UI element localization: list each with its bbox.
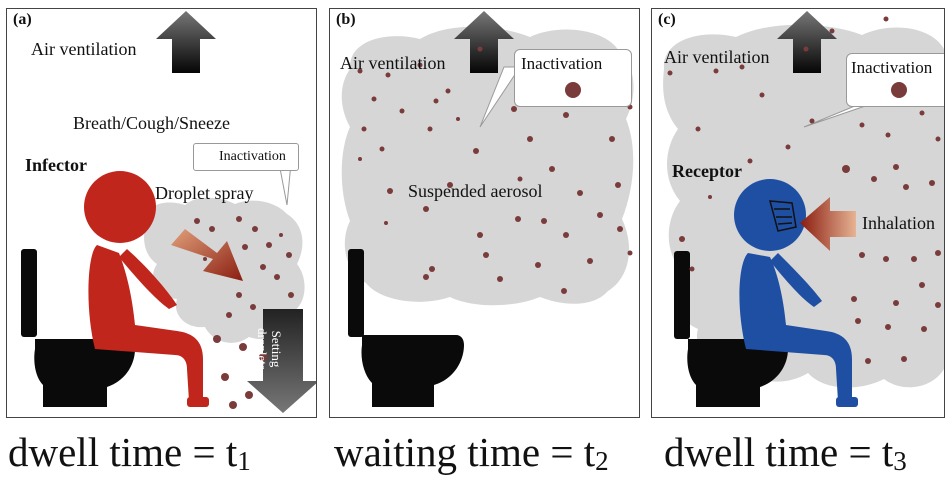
panel-b-waiting: (b) Air ventilation Inactivation Suspend…: [329, 8, 640, 418]
caption-a-text: dwell time = t: [8, 429, 238, 475]
breath-cough-sneeze-label: Breath/Cough/Sneeze: [73, 113, 230, 133]
inactivation-callout-b: Inactivation: [514, 49, 632, 107]
air-ventilation-label-a: Air ventilation: [31, 39, 137, 59]
ventilation-arrow-a: [156, 11, 216, 73]
inactivation-label-c: Inactivation: [851, 58, 933, 77]
panel-label-c: (c): [658, 11, 676, 28]
settling-label-line2: droplets: [254, 328, 270, 370]
inactivation-callout-c: Inactivation: [846, 53, 944, 107]
settling-droplets-text: Setting droplets: [255, 309, 303, 383]
settling-arrow: [247, 309, 316, 413]
inhaled-particles: [667, 16, 941, 364]
inhalation-label: Inhalation: [862, 213, 935, 233]
inhalation-arrow: [800, 197, 856, 251]
toilet-a: [21, 249, 135, 407]
caption-c: dwell time = t3: [664, 428, 907, 477]
panel-c-inhale: (c) Air ventilation Inactivation Recepto…: [651, 8, 945, 418]
infector-label: Infector: [25, 155, 87, 175]
virus-icon: [565, 82, 581, 98]
air-ventilation-label-c: Air ventilation: [664, 47, 770, 67]
panel-a-illustration: [21, 11, 316, 413]
settling-label-line1: Setting: [268, 330, 284, 368]
receptor-label: Receptor: [672, 161, 742, 181]
receptor-figure: [734, 179, 858, 407]
caption-b-subscript: 2: [595, 446, 609, 476]
inactivation-label-a: Inactivation: [219, 149, 286, 164]
droplet-spray-arrow: [171, 229, 243, 281]
inactivation-label-b: Inactivation: [521, 54, 603, 73]
suspended-aerosol-label: Suspended aerosol: [408, 181, 543, 201]
panel-label-b: (b): [336, 11, 356, 28]
aerosol-particles: [357, 46, 633, 294]
toilet-c: [674, 251, 788, 407]
panel-label-a: (a): [13, 11, 32, 28]
toilet-b: [348, 249, 464, 407]
air-ventilation-label-b: Air ventilation: [340, 53, 446, 73]
caption-a-subscript: 1: [237, 446, 251, 476]
ventilation-arrow-c: [777, 11, 837, 73]
droplet-spray-label: Droplet spray: [155, 183, 254, 203]
caption-c-text: dwell time = t: [664, 429, 894, 475]
inactivation-callout-a: Inactivation: [193, 143, 299, 171]
panel-a-exhale: (a) Air ventilation Breath/Cough/Sneeze …: [6, 8, 317, 418]
virus-icon: [891, 82, 907, 98]
ventilation-arrow-b: [454, 11, 514, 73]
panel-c-illustration: [663, 11, 944, 407]
infector-figure: [84, 171, 209, 407]
caption-b: waiting time = t2: [334, 428, 609, 477]
face-mask-icon: [768, 200, 797, 232]
caption-c-subscript: 3: [893, 446, 907, 476]
droplet-particles: [194, 216, 294, 409]
caption-a: dwell time = t1: [8, 428, 251, 477]
caption-b-text: waiting time = t: [334, 429, 596, 475]
